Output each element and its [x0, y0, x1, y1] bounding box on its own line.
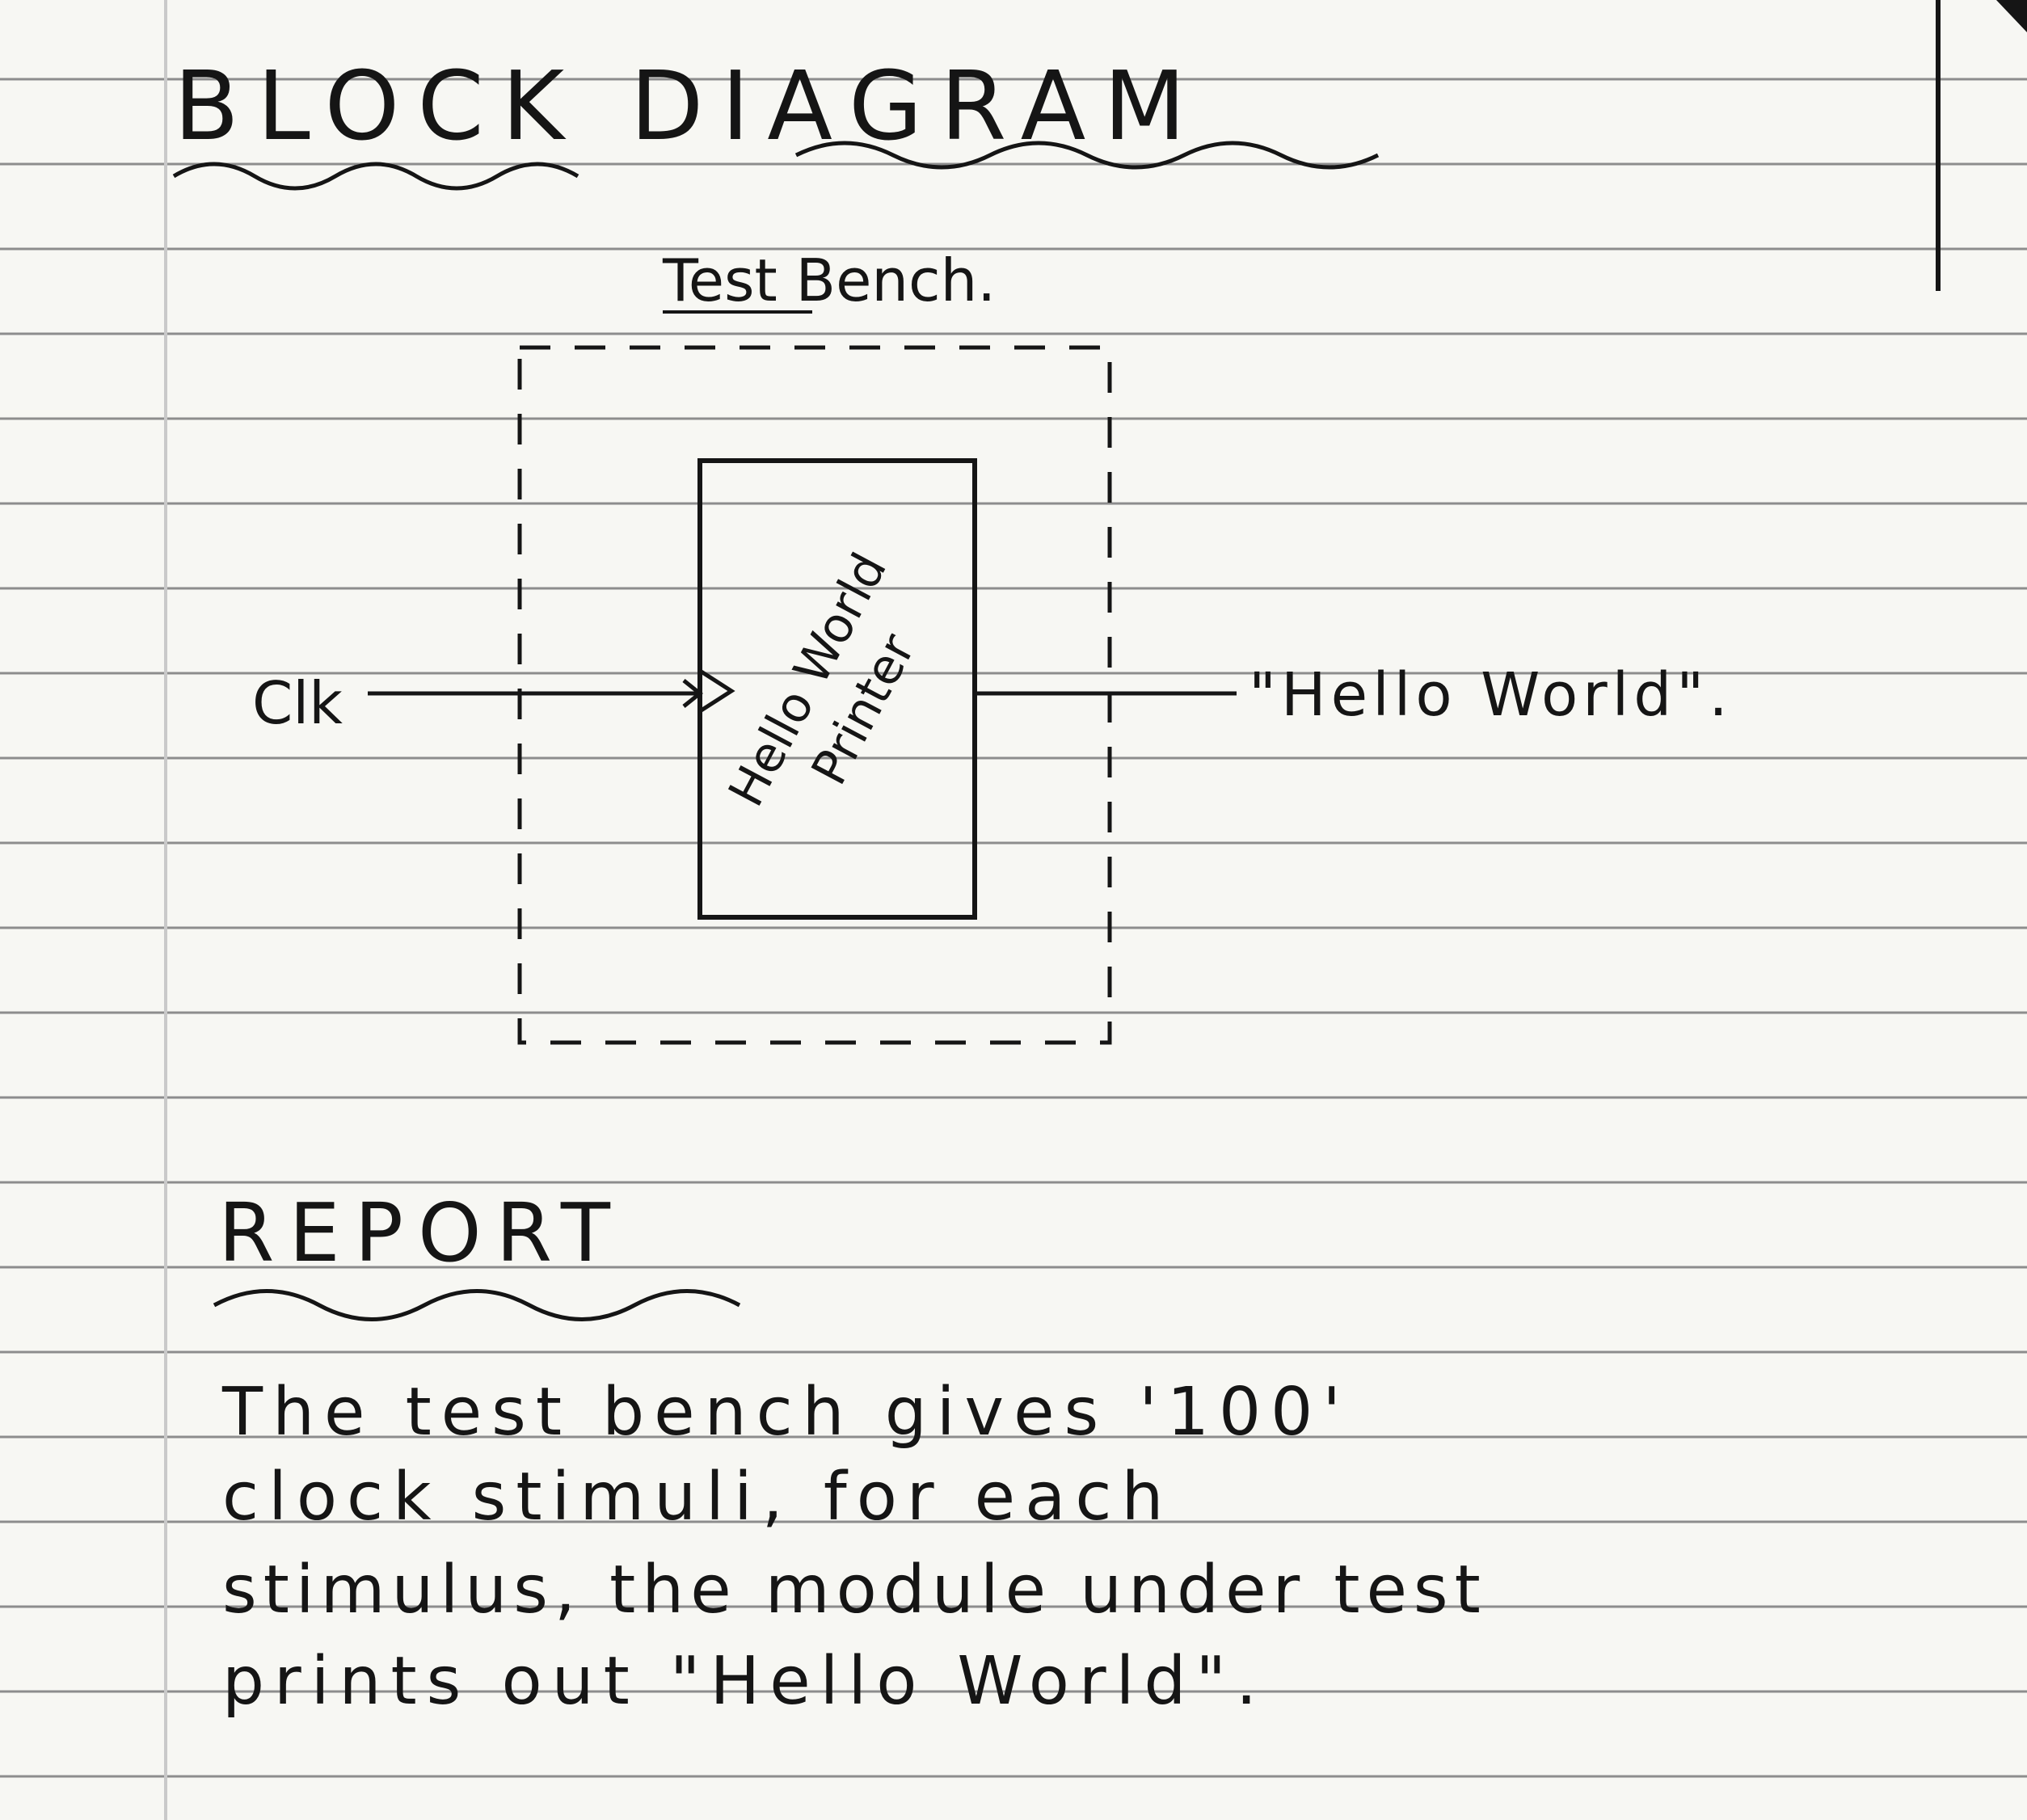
heading-underline-squiggle-2 [794, 141, 1380, 170]
report-line-1: The test bench gives '100' [221, 1374, 1351, 1451]
corner-shadow [1996, 0, 2027, 32]
report-heading: REPORT [218, 1186, 625, 1280]
report-underline-squiggle [213, 1289, 741, 1321]
clk-arrowhead [682, 679, 704, 708]
module-block [697, 458, 977, 920]
clock-edge-marker [698, 668, 735, 714]
report-line-3: stimulus, the module under test [222, 1552, 1487, 1628]
test-bench-label: Test Bench. [662, 246, 996, 314]
ruled-lines [0, 78, 2027, 1778]
heading-underline-squiggle-1 [172, 162, 579, 191]
report-line-2: clock stimuli, for each [222, 1459, 1173, 1536]
clk-label: Clk [252, 669, 343, 737]
output-text: "Hello World". [1249, 660, 1733, 730]
page-heading: BLOCK DIAGRAM [174, 50, 1203, 162]
report-line-4: prints out "Hello World". [222, 1643, 1266, 1720]
